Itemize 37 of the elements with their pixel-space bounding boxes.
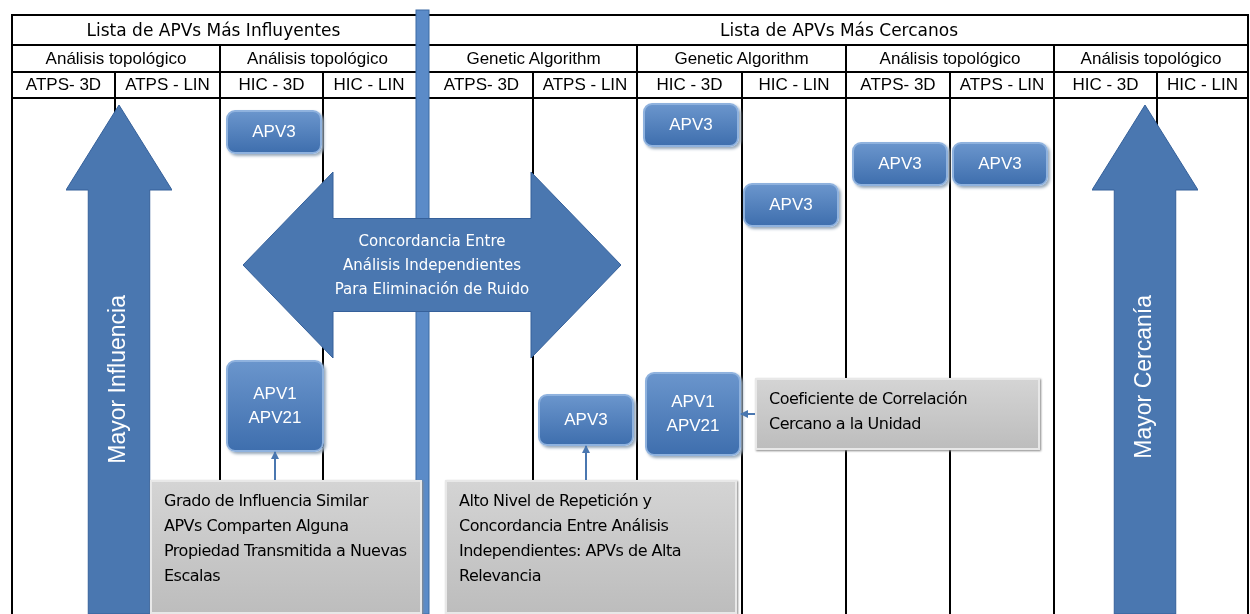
column-header: HIC - LIN bbox=[333, 75, 405, 95]
apv-box: APV3 bbox=[952, 142, 1048, 186]
column-header: HIC - 3D bbox=[656, 75, 723, 95]
callout-box: Alto Nivel de Repetición y Concordancia Entre Análisis Independientes: APVs de Alta Relevancia bbox=[445, 480, 737, 614]
column-header: ATPS- 3D bbox=[443, 75, 520, 95]
column-header: ATPS - LIN bbox=[125, 75, 210, 95]
apv-box: APV3 bbox=[852, 142, 948, 186]
apv-box: APV3 bbox=[743, 183, 839, 227]
column-header: ATPS- 3D bbox=[25, 75, 102, 95]
apv-box: APV3 bbox=[226, 110, 322, 154]
apv-box: APV1 APV21 bbox=[645, 372, 741, 456]
arrow-label: Mayor Influencia bbox=[104, 295, 131, 464]
column-header: HIC - 3D bbox=[1072, 75, 1139, 95]
arrow-label: Concordancia Entre Análisis Independientes Para Eliminación de Ruido bbox=[333, 230, 531, 300]
group-header: Análisis topológico bbox=[45, 48, 187, 69]
apv-box: APV3 bbox=[643, 103, 739, 147]
callout-box: Grado de Influencia Similar APVs Comparten Alguna Propiedad Transmitida a Nuevas Escalas bbox=[150, 480, 422, 614]
column-header: ATPS - LIN bbox=[959, 75, 1045, 95]
column-header: HIC - 3D bbox=[238, 75, 305, 95]
arrow bbox=[740, 410, 756, 418]
apv-box: APV3 bbox=[538, 394, 634, 446]
column-header: HIC - LIN bbox=[758, 75, 830, 95]
table-title: Lista de APVs Más Influyentes bbox=[86, 20, 341, 40]
callout-box: Coeficiente de Correlación Cercano a la Unidad bbox=[755, 378, 1040, 450]
group-header: Genetic Algorithm bbox=[466, 48, 601, 69]
column-header: ATPS- 3D bbox=[860, 75, 936, 95]
group-header: Análisis topológico bbox=[247, 48, 388, 69]
arrow bbox=[271, 451, 279, 481]
table-title: Lista de APVs Más Cercanos bbox=[719, 20, 959, 40]
column-header: HIC - LIN bbox=[1167, 75, 1238, 95]
arrow-label: Mayor Cercanía bbox=[1130, 295, 1157, 459]
group-header: Análisis topológico bbox=[1080, 48, 1222, 69]
column-header: ATPS - LIN bbox=[542, 75, 628, 95]
group-header: Genetic Algorithm bbox=[674, 48, 809, 69]
group-header: Análisis topológico bbox=[879, 48, 1021, 69]
apv-box: APV1 APV21 bbox=[226, 360, 324, 452]
arrow bbox=[582, 445, 590, 481]
